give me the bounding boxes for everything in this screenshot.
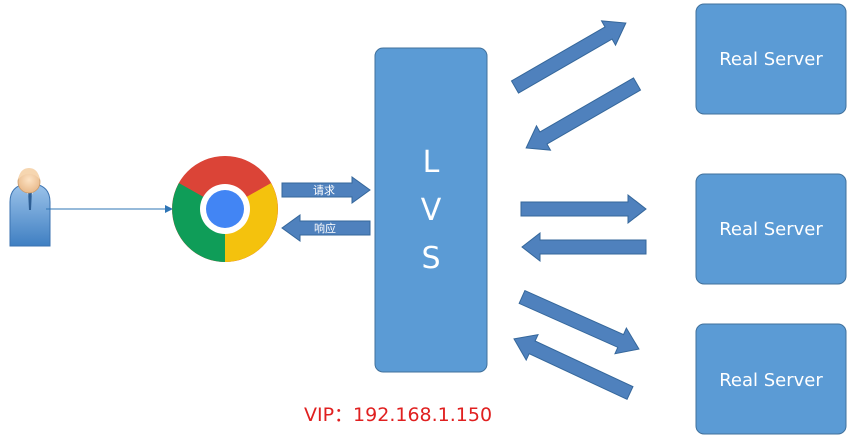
chrome-icon bbox=[172, 156, 278, 262]
real-server-1: Real Server bbox=[695, 3, 847, 115]
response-label: 响应 bbox=[314, 221, 336, 235]
server3-to-lvs-arrow bbox=[513, 334, 634, 401]
request-label: 请求 bbox=[313, 184, 335, 197]
server2-to-lvs-arrow bbox=[521, 231, 647, 263]
real-server-2-label: Real Server bbox=[719, 219, 823, 240]
lvs-to-server3-arrow bbox=[518, 289, 640, 355]
real-server-2: Real Server bbox=[695, 173, 847, 285]
response-arrow: 响应 bbox=[281, 214, 371, 242]
lvs-label-s: S bbox=[421, 241, 440, 276]
vip-label: VIP：192.168.1.150 bbox=[304, 404, 492, 426]
lvs-box: L V S bbox=[374, 47, 488, 373]
user-icon bbox=[9, 168, 51, 247]
request-arrow: 请求 bbox=[281, 176, 371, 204]
lvs-to-server2-arrow bbox=[520, 193, 647, 225]
real-server-1-label: Real Server bbox=[719, 49, 823, 70]
lvs-to-server1-arrow bbox=[510, 20, 627, 94]
lvs-label-v: V bbox=[421, 193, 442, 228]
server1-to-lvs-arrow bbox=[525, 77, 642, 151]
lvs-label-l: L bbox=[423, 145, 440, 180]
real-server-3: Real Server bbox=[695, 323, 847, 435]
real-server-3-label: Real Server bbox=[719, 370, 823, 391]
